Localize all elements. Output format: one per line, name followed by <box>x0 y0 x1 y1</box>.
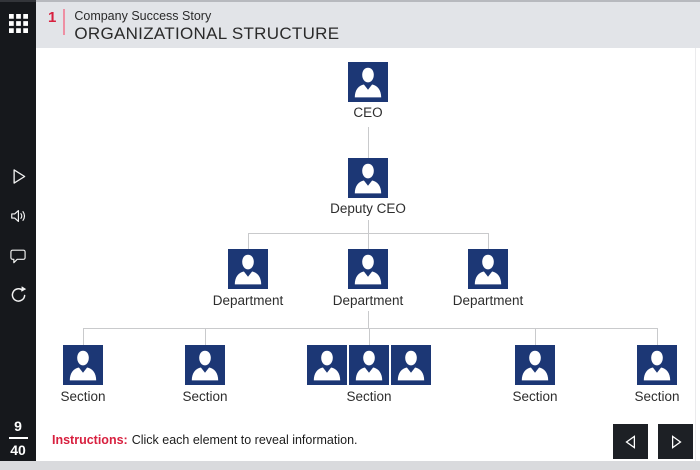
replay-button[interactable] <box>7 283 29 305</box>
org-node-section-4[interactable] <box>515 345 555 385</box>
org-node-section-3a[interactable] <box>307 345 347 385</box>
org-node-department-1-label: Department <box>212 293 284 308</box>
org-node-section-1[interactable] <box>63 345 103 385</box>
footer-strip <box>0 461 700 470</box>
module-number: 1 <box>48 9 57 26</box>
next-button[interactable] <box>658 424 693 459</box>
header-bar: 1 Company Success Story ORGANIZATIONAL S… <box>36 0 700 48</box>
player-sidebar: 9 40 <box>0 0 36 461</box>
comment-button[interactable] <box>7 245 29 267</box>
connector-stub-dept2 <box>368 233 369 249</box>
header-titles: Company Success Story ORGANIZATIONAL STR… <box>74 9 339 43</box>
person-icon <box>397 350 425 381</box>
connector-deputy-drop <box>368 220 369 233</box>
page-counter: 9 40 <box>0 418 36 459</box>
org-node-section-3b[interactable] <box>349 345 389 385</box>
org-node-deputy-ceo-label: Deputy CEO <box>330 201 406 216</box>
next-arrow-icon <box>671 434 682 449</box>
page-counter-divider <box>8 437 28 439</box>
org-node-section-5-label: Section <box>634 389 680 404</box>
course-title: Company Success Story <box>74 9 212 23</box>
instructions-text: Click each element to reveal information… <box>131 433 358 447</box>
org-node-department-1[interactable] <box>228 249 268 289</box>
play-button[interactable] <box>7 165 29 187</box>
connector-dept2-drop <box>368 311 369 328</box>
org-node-section-5[interactable] <box>637 345 677 385</box>
prev-button[interactable] <box>613 424 648 459</box>
person-icon <box>643 350 671 381</box>
content-right-border <box>695 48 696 461</box>
menu-button[interactable] <box>7 12 29 34</box>
org-node-department-3-label: Department <box>452 293 524 308</box>
org-node-department-3[interactable] <box>468 249 508 289</box>
org-node-deputy-ceo[interactable] <box>348 158 388 198</box>
prev-arrow-icon <box>624 434 635 449</box>
slide-title: ORGANIZATIONAL STRUCTURE <box>74 24 340 43</box>
connector-stub-sec5 <box>657 328 658 345</box>
page-current: 9 <box>14 418 22 434</box>
speech-bubble-icon <box>10 249 26 264</box>
header-divider <box>63 9 66 35</box>
person-icon <box>474 254 502 285</box>
person-icon <box>355 350 383 381</box>
person-icon <box>354 67 382 98</box>
person-icon <box>521 350 549 381</box>
org-node-section-3-label: Section <box>346 389 392 404</box>
org-node-section-3c[interactable] <box>391 345 431 385</box>
org-node-section-2-label: Section <box>182 389 228 404</box>
person-icon <box>354 254 382 285</box>
grid-menu-icon <box>8 13 28 33</box>
org-node-section-4-label: Section <box>512 389 558 404</box>
instructions-label: Instructions: <box>52 433 128 447</box>
instructions: Instructions:Click each element to revea… <box>52 433 358 447</box>
volume-button[interactable] <box>7 205 29 227</box>
page-total: 40 <box>10 442 26 458</box>
connector-ceo-deputy <box>368 127 369 158</box>
org-node-ceo[interactable] <box>348 62 388 102</box>
connector-stub-dept1 <box>248 233 249 249</box>
org-node-section-2[interactable] <box>185 345 225 385</box>
person-icon <box>191 350 219 381</box>
person-icon <box>354 163 382 194</box>
play-icon <box>12 168 25 184</box>
connector-stub-dept3 <box>488 233 489 249</box>
person-icon <box>234 254 262 285</box>
person-icon <box>313 350 341 381</box>
connector-stub-sec4 <box>535 328 536 345</box>
replay-icon <box>11 285 26 302</box>
connector-stub-sec2 <box>205 328 206 345</box>
connector-stub-sec3 <box>369 328 370 345</box>
connector-stub-sec1 <box>83 328 84 345</box>
connector-sections-rail <box>83 328 658 329</box>
org-node-section-1-label: Section <box>60 389 106 404</box>
org-node-department-2-label: Department <box>332 293 404 308</box>
person-icon <box>69 350 97 381</box>
volume-icon <box>11 210 26 222</box>
org-node-department-2[interactable] <box>348 249 388 289</box>
org-node-ceo-label: CEO <box>353 105 383 120</box>
